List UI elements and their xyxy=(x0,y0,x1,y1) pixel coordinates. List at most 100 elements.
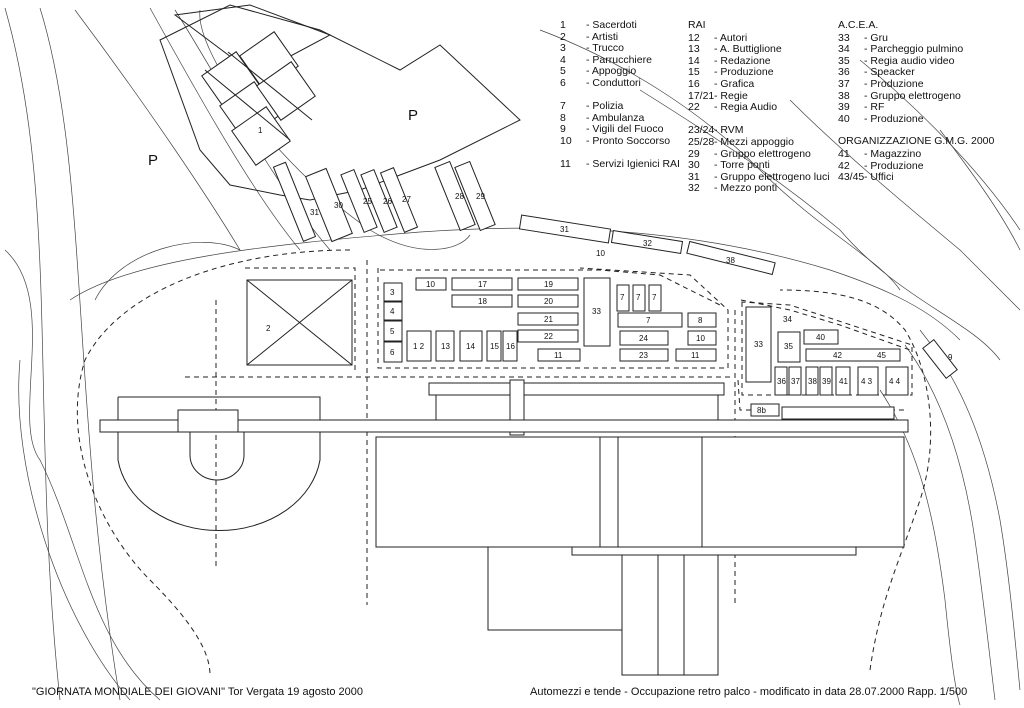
svg-text:10: 10 xyxy=(426,280,435,289)
legend-item-label: - Sacerdoti xyxy=(586,19,637,31)
footer-info: Automezzi e tende - Occupazione retro pa… xyxy=(530,686,968,698)
svg-text:25: 25 xyxy=(363,197,372,206)
svg-text:22: 22 xyxy=(544,332,553,341)
svg-text:11: 11 xyxy=(554,351,563,360)
legend-item: 38- Gruppo elettrogeno xyxy=(838,89,994,103)
legend-gmg-title: ORGANIZZAZIONE G.M.G. 2000 xyxy=(838,135,995,148)
svg-text:7: 7 xyxy=(652,293,657,302)
legend-item-number: 11 xyxy=(560,158,571,171)
legend-item-number: 25/28 xyxy=(688,135,715,148)
top-tents xyxy=(159,4,521,201)
legend-item-number: 5 xyxy=(560,65,566,78)
rai-vehicles xyxy=(383,277,717,363)
legend-item-label: - Trucco xyxy=(586,42,624,55)
legend-item-number: 36 xyxy=(838,66,850,79)
legend-item-label: - Appoggio xyxy=(586,65,637,78)
legend-item-number: 31 xyxy=(688,170,700,183)
legend-item-number: 6 xyxy=(560,76,566,89)
legend-item: 8- Ambulanza xyxy=(560,111,680,125)
legend-item-label: - Grafica xyxy=(714,77,755,90)
legend-item-number: 9 xyxy=(560,123,566,136)
footer-title: "GIORNATA MONDIALE DEI GIOVANI" Tor Verg… xyxy=(32,686,364,698)
legend-item-label: - Conduttori xyxy=(586,76,641,89)
svg-text:4 3: 4 3 xyxy=(861,377,873,386)
legend-item: 4- Parrucchiere xyxy=(560,53,680,67)
svg-text:7: 7 xyxy=(646,316,651,325)
svg-text:16: 16 xyxy=(506,342,515,351)
svg-text:40: 40 xyxy=(816,333,825,342)
svg-text:20: 20 xyxy=(544,297,553,306)
legend-item-number: 33 xyxy=(838,31,850,44)
svg-text:13: 13 xyxy=(441,342,450,351)
legend-item: 15- Produzione xyxy=(688,67,830,79)
legend-item-label: - Parcheggio pulmino xyxy=(864,43,964,56)
legend-item-number: 8 xyxy=(560,111,566,124)
svg-text:8b: 8b xyxy=(757,406,766,415)
legend-item: 39- RF xyxy=(838,102,994,114)
legend-item: 11 - Servizi Igienici RAI xyxy=(560,159,680,171)
legend-item-number: 15 xyxy=(688,66,700,79)
legend-item-number: 43/45 xyxy=(838,171,865,184)
rai-compound xyxy=(377,267,729,369)
svg-text:31: 31 xyxy=(560,225,569,234)
legend-item-label: - Produzione xyxy=(864,159,924,172)
legend-acea-title: A.C.E.A. xyxy=(838,19,879,31)
acea-compound xyxy=(741,301,913,396)
svg-text:7: 7 xyxy=(636,293,641,302)
svg-text:29: 29 xyxy=(476,192,485,201)
legend-item-label: - Autori xyxy=(714,31,748,44)
legend-item: 2- Artisti xyxy=(560,30,680,44)
legend-item-label: - Produzione xyxy=(864,77,924,90)
stage xyxy=(99,379,909,676)
legend-item-label: - Pronto Soccorso xyxy=(586,134,671,147)
legend-item: 31- Gruppo elettrogeno luci xyxy=(688,170,830,184)
legend-item-number: 7 xyxy=(560,100,566,113)
legend-item-label: - Servizi Igienici RAI xyxy=(586,158,680,171)
legend-item-number: 32 xyxy=(688,182,700,195)
legend-item-label: - Torre ponti xyxy=(714,159,770,172)
legend-item-label: - Artisti xyxy=(586,30,619,43)
svg-text:30: 30 xyxy=(334,201,343,210)
svg-text:1 2: 1 2 xyxy=(413,342,425,351)
legend-item: 36- Speacker xyxy=(838,67,994,79)
legend-item: 37 - Produzione xyxy=(838,77,994,91)
legend-item: 10 - Pronto Soccorso xyxy=(560,134,680,148)
legend-item: 33- Gru xyxy=(838,31,994,45)
svg-text:41: 41 xyxy=(839,377,848,386)
svg-text:10: 10 xyxy=(696,334,705,343)
legend-item: 3- Trucco xyxy=(560,43,680,55)
legend-item-number: 16 xyxy=(688,77,700,90)
legend-item-label: - Regia Audio xyxy=(714,101,778,114)
legend-item-label: - Polizia xyxy=(586,100,624,113)
svg-text:11: 11 xyxy=(691,351,700,360)
legend-item-label: - Parrucchiere xyxy=(586,53,652,66)
svg-text:38: 38 xyxy=(808,377,817,386)
legend-item: 29- Gruppo elettrogeno xyxy=(688,147,830,161)
svg-text:21: 21 xyxy=(544,315,553,324)
svg-text:19: 19 xyxy=(544,280,553,289)
legend-item-label: - A. Buttiglione xyxy=(714,43,782,56)
legend-item: 23/24- RVM xyxy=(688,125,830,137)
svg-text:2: 2 xyxy=(266,324,271,333)
legend-item: 35- Regia audio video xyxy=(838,54,994,68)
legend-item-number: 10 xyxy=(560,134,572,147)
legend-item-number: 12 xyxy=(688,31,700,44)
legend-item-number: 34 xyxy=(838,43,850,56)
tent-2 xyxy=(246,279,353,366)
legend-item-label: - Uffici xyxy=(864,171,894,184)
legend-item-label: - RVM xyxy=(714,124,744,137)
legend-item-label: - Mezzo ponti xyxy=(714,182,778,195)
legend-item-number: 37 xyxy=(838,77,850,90)
legend-item-number: 38 xyxy=(838,89,850,102)
map-labels: P P 1 2 3 4 5 6 1 2 13 14 15 16 10 17 18… xyxy=(148,107,953,415)
svg-text:3: 3 xyxy=(390,288,395,297)
svg-text:4: 4 xyxy=(390,307,395,316)
legend-item-label: - Regia audio video xyxy=(864,54,955,67)
svg-text:33: 33 xyxy=(754,340,763,349)
svg-text:24: 24 xyxy=(639,334,648,343)
legend-item-label: - Gruppo elettrogeno xyxy=(714,147,811,160)
legend-item-label: - Regie xyxy=(714,89,748,102)
parking-label: P xyxy=(408,107,418,124)
svg-text:1: 1 xyxy=(258,126,263,135)
